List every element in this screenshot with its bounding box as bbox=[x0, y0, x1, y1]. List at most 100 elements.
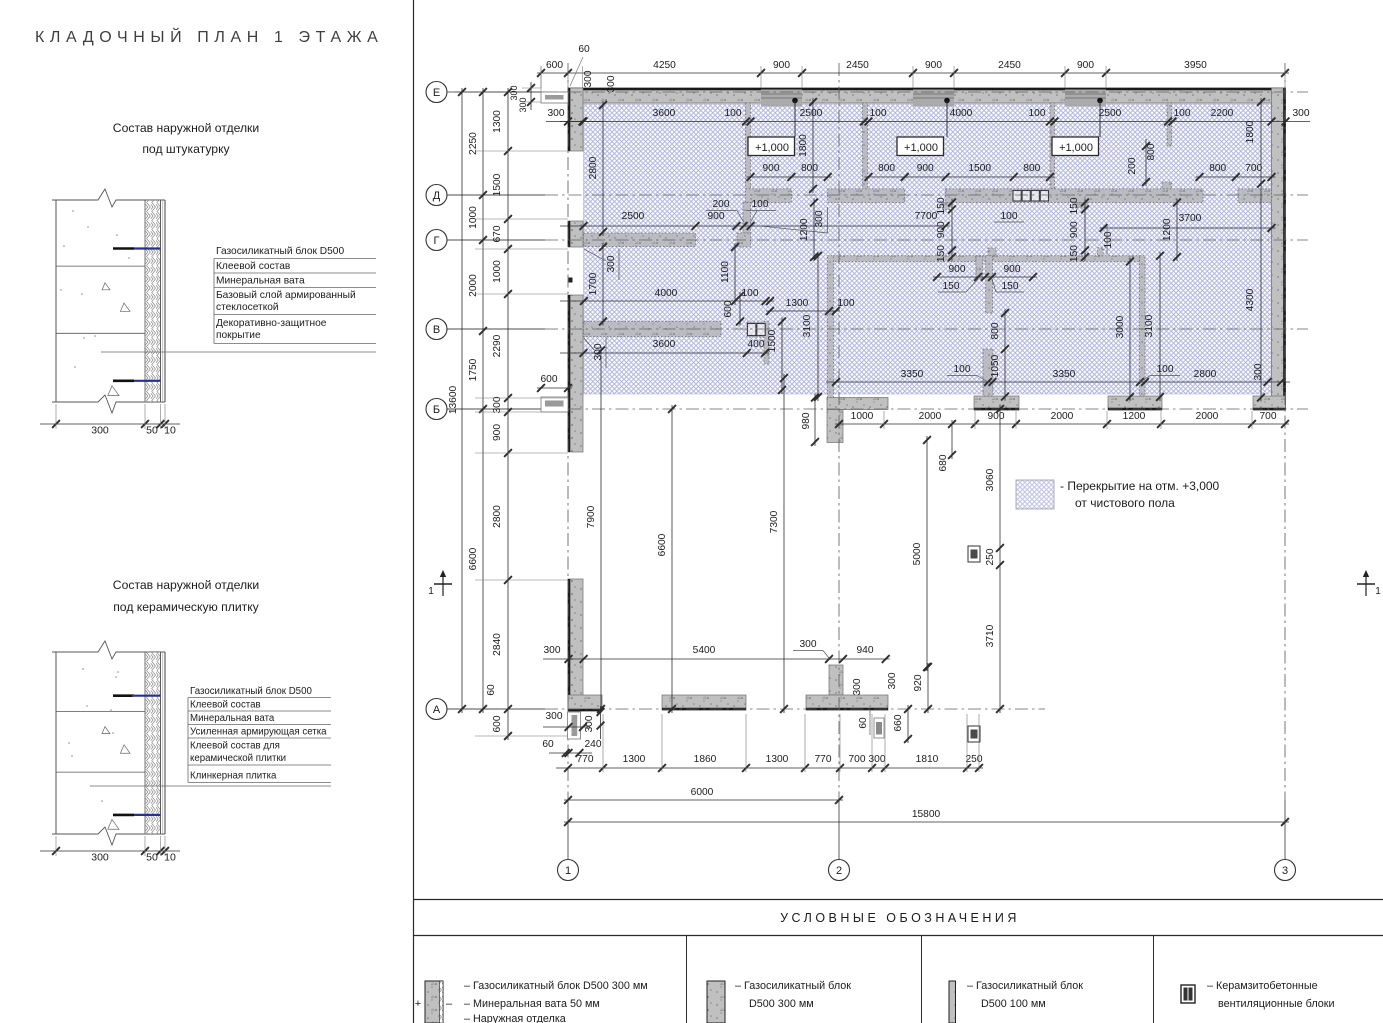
svg-text:Клинкерная плитка: Клинкерная плитка bbox=[190, 771, 277, 782]
svg-text:3350: 3350 bbox=[901, 369, 924, 380]
svg-text:700: 700 bbox=[849, 754, 866, 765]
svg-text:900: 900 bbox=[492, 424, 503, 441]
svg-text:Газосиликатный блок D500: Газосиликатный блок D500 bbox=[216, 245, 344, 257]
svg-text:770: 770 bbox=[577, 754, 594, 765]
svg-text:3100: 3100 bbox=[802, 314, 813, 337]
svg-text:60: 60 bbox=[578, 44, 590, 55]
svg-text:1500: 1500 bbox=[767, 329, 778, 352]
svg-text:Газосиликатный блок D500: Газосиликатный блок D500 bbox=[190, 686, 312, 697]
svg-text:200: 200 bbox=[1127, 157, 1138, 174]
svg-text:D500 300 мм: D500 300 мм bbox=[749, 998, 814, 1010]
svg-text:1800: 1800 bbox=[1245, 120, 1256, 143]
svg-text:Минеральная вата: Минеральная вата bbox=[216, 276, 305, 287]
svg-text:300: 300 bbox=[606, 75, 617, 92]
svg-text:100: 100 bbox=[1001, 211, 1018, 222]
svg-text:1050: 1050 bbox=[990, 354, 1001, 377]
svg-text:2200: 2200 bbox=[1211, 108, 1234, 119]
svg-text:660: 660 bbox=[893, 714, 904, 731]
svg-text:D500 100 мм: D500 100 мм bbox=[981, 998, 1046, 1010]
svg-text:900: 900 bbox=[1077, 60, 1094, 71]
svg-text:800: 800 bbox=[1146, 143, 1157, 160]
svg-text:300: 300 bbox=[583, 70, 594, 87]
svg-text:2500: 2500 bbox=[622, 211, 645, 222]
svg-text:300: 300 bbox=[814, 210, 825, 227]
svg-text:700: 700 bbox=[1245, 163, 1262, 174]
svg-text:Е: Е bbox=[433, 87, 440, 99]
svg-text:1860: 1860 bbox=[694, 754, 717, 765]
svg-text:+1,000: +1,000 bbox=[904, 142, 938, 154]
svg-text:– Газосиликатный блок D500 300: – Газосиликатный блок D500 300 мм bbox=[464, 980, 648, 992]
svg-text:от чистового пола: от чистового пола bbox=[1075, 496, 1175, 510]
svg-text:100: 100 bbox=[1157, 364, 1174, 375]
svg-text:Клеевой состав для: Клеевой состав для bbox=[190, 741, 280, 752]
svg-text:50: 50 bbox=[146, 852, 158, 864]
svg-text:– Газосиликатный блок: – Газосиликатный блок bbox=[735, 980, 851, 992]
svg-text:600: 600 bbox=[541, 374, 558, 385]
svg-text:300: 300 bbox=[546, 711, 563, 722]
svg-text:1200: 1200 bbox=[799, 218, 810, 241]
svg-text:150: 150 bbox=[936, 245, 947, 262]
svg-text:–: – bbox=[446, 998, 453, 1010]
svg-text:240: 240 bbox=[585, 739, 602, 750]
svg-text:6600: 6600 bbox=[468, 547, 479, 570]
svg-text:6000: 6000 bbox=[691, 787, 714, 798]
svg-text:3600: 3600 bbox=[653, 108, 676, 119]
svg-text:670: 670 bbox=[492, 225, 503, 242]
svg-text:– Керамзитобетонные: – Керамзитобетонные bbox=[1207, 980, 1318, 992]
svg-text:100: 100 bbox=[870, 108, 887, 119]
svg-text:100: 100 bbox=[838, 298, 855, 309]
svg-text:300: 300 bbox=[509, 85, 519, 100]
svg-text:600: 600 bbox=[546, 60, 563, 71]
svg-text:7900: 7900 bbox=[586, 505, 597, 528]
svg-text:150: 150 bbox=[1069, 245, 1080, 262]
svg-text:5000: 5000 bbox=[912, 542, 923, 565]
svg-text:300: 300 bbox=[544, 645, 561, 656]
svg-text:800: 800 bbox=[1023, 163, 1040, 174]
svg-text:2250: 2250 bbox=[468, 132, 479, 155]
svg-text:2840: 2840 bbox=[492, 633, 503, 656]
svg-text:– Минеральная вата 50 мм: – Минеральная вата 50 мм bbox=[464, 998, 600, 1010]
svg-text:150: 150 bbox=[1069, 197, 1080, 214]
svg-text:200: 200 bbox=[713, 199, 730, 210]
svg-text:7300: 7300 bbox=[769, 510, 780, 533]
svg-text:100: 100 bbox=[725, 108, 742, 119]
svg-text:100: 100 bbox=[1103, 231, 1114, 248]
svg-text:800: 800 bbox=[990, 322, 1001, 339]
svg-text:1800: 1800 bbox=[798, 134, 809, 157]
svg-text:13600: 13600 bbox=[448, 386, 459, 415]
svg-text:300: 300 bbox=[1293, 108, 1310, 119]
svg-text:1810: 1810 bbox=[916, 754, 939, 765]
svg-text:- Перекрытие на отм. +3,000: - Перекрытие на отм. +3,000 bbox=[1060, 479, 1220, 493]
svg-text:300: 300 bbox=[852, 678, 863, 695]
svg-text:300: 300 bbox=[584, 715, 595, 732]
svg-text:1: 1 bbox=[565, 865, 571, 877]
svg-text:покрытие: покрытие bbox=[216, 330, 261, 341]
svg-text:50: 50 bbox=[146, 425, 158, 437]
svg-text:2450: 2450 bbox=[998, 60, 1021, 71]
svg-text:2800: 2800 bbox=[588, 156, 599, 179]
svg-text:800: 800 bbox=[878, 163, 895, 174]
svg-text:150: 150 bbox=[936, 197, 947, 214]
svg-text:300: 300 bbox=[869, 754, 886, 765]
svg-text:980: 980 bbox=[801, 412, 812, 429]
svg-text:1500: 1500 bbox=[492, 173, 503, 196]
svg-text:100: 100 bbox=[954, 364, 971, 375]
svg-text:300: 300 bbox=[800, 639, 817, 650]
svg-text:300: 300 bbox=[887, 672, 898, 689]
svg-text:15800: 15800 bbox=[912, 809, 941, 820]
svg-text:2: 2 bbox=[836, 865, 842, 877]
svg-text:3350: 3350 bbox=[1053, 369, 1076, 380]
svg-text:3950: 3950 bbox=[1184, 60, 1207, 71]
svg-text:700: 700 bbox=[1260, 411, 1277, 422]
svg-text:керамической плитки: керамической плитки bbox=[190, 753, 286, 764]
svg-text:600: 600 bbox=[492, 715, 503, 732]
svg-text:400: 400 bbox=[748, 339, 765, 350]
svg-text:920: 920 bbox=[913, 674, 924, 691]
svg-text:4000: 4000 bbox=[950, 108, 973, 119]
svg-text:800: 800 bbox=[1209, 163, 1226, 174]
svg-text:1500: 1500 bbox=[968, 163, 991, 174]
svg-text:300: 300 bbox=[492, 396, 503, 413]
svg-text:3100: 3100 bbox=[1144, 314, 1155, 337]
svg-text:под штукатурку: под штукатурку bbox=[142, 142, 230, 156]
svg-text:900: 900 bbox=[773, 60, 790, 71]
